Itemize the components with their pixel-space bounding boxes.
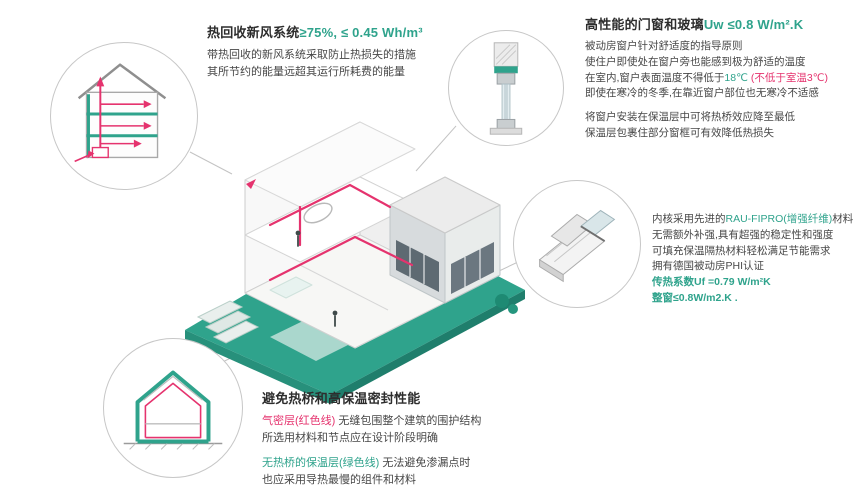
temp-value: 18℃ bbox=[724, 71, 748, 84]
windows-line: 被动房窗户针对舒适度的指导原则 bbox=[585, 40, 743, 52]
windows-line: 即使在寒冷的冬季,在靠近窗户部位也无寒冷不适感 bbox=[585, 87, 819, 100]
air-arrow-up bbox=[96, 76, 105, 87]
windows-temp-line: 在室内,窗户表面温度不得低于18℃ (不低于室温3℃) bbox=[585, 71, 863, 87]
insulation-label: 无热桥的保温层(绿色线) bbox=[262, 457, 380, 470]
frame-line: 无需额外补强,具有超强的稳定性和强度 bbox=[652, 228, 834, 241]
windows-line: 将窗户安装在保温层中可将热桥效应降至最低 bbox=[585, 111, 795, 123]
windows-line: 使住户即使处在窗户旁也能感到极为舒适的温度 bbox=[585, 55, 806, 68]
paragraph-gap bbox=[262, 447, 602, 455]
insulation-text: 无法避免渗漏点时 bbox=[379, 457, 471, 470]
window-section-icon bbox=[489, 42, 523, 135]
airtight-text: 无缝包围整个建筑的围护结构 bbox=[335, 415, 482, 427]
frame-line-text: 内核采用先进的 bbox=[652, 213, 726, 225]
window-band-left bbox=[396, 240, 439, 292]
callout-windows: 高性能的门窗和玻璃Uw ≤0.8 W/m².K 被动房窗户针对舒适度的指导原则 … bbox=[585, 14, 863, 142]
glazing bbox=[501, 83, 511, 122]
frame-window-u-value: 整窗≤0.8W/m2.K . bbox=[652, 291, 738, 304]
roof-panel bbox=[244, 121, 416, 208]
windows-title-value: Uw ≤0.8 W/m².K bbox=[703, 17, 804, 32]
paragraph-gap bbox=[585, 102, 863, 110]
airtight-outline-red bbox=[144, 382, 202, 439]
insulation-line: 无热桥的保温层(绿色线) 无法避免渗漏点时 bbox=[262, 455, 602, 472]
window-section-circle bbox=[448, 30, 564, 146]
windows-title: 高性能的门窗和玻璃Uw ≤0.8 W/m².K bbox=[585, 14, 863, 33]
gasket-line bbox=[580, 225, 606, 242]
ventilation-title: 热回收新风系统≥75%, ≤ 0.45 Wh/m³ bbox=[207, 22, 482, 41]
heat-exchanger-box bbox=[91, 146, 109, 159]
ventilation-section-icon bbox=[74, 63, 167, 163]
ventilation-title-value: ≥75%, ≤ 0.45 Wh/m³ bbox=[299, 25, 423, 40]
thermal-section-icon bbox=[123, 370, 223, 450]
thermal-title: 避免热桥和高保温密封性能 bbox=[262, 391, 421, 406]
thermal-line: 也应采用导热最慢的组件和材料 bbox=[262, 474, 416, 487]
frame-line: 内核采用先进的RAU-FIPRO(增强纤维)材料 bbox=[652, 212, 864, 228]
bathtub bbox=[303, 202, 333, 224]
callout-ventilation: 热回收新风系统≥75%, ≤ 0.45 Wh/m³ 带热回收的新风系统采取防止热… bbox=[207, 22, 482, 81]
window-band-right bbox=[451, 242, 494, 294]
garden-steps bbox=[196, 300, 244, 324]
windows-line: 保温层包裹住部分窗框可有效降低热损失 bbox=[585, 126, 774, 139]
ventilation-line: 带热回收的新风系统采取防止热损失的措施 bbox=[207, 49, 416, 61]
callout-thermal: 避免热桥和高保温密封性能 气密层(红色线) 无缝包围整个建筑的围护结构 所选用材… bbox=[262, 388, 602, 492]
windows-title-text: 高性能的门窗和玻璃 bbox=[585, 17, 704, 32]
callout-frame-material: 内核采用先进的RAU-FIPRO(增强纤维)材料 无需额外补强,具有超强的稳定性… bbox=[652, 212, 864, 307]
frame-line: 可填充保温隔热材料轻松满足节能需求 bbox=[652, 244, 831, 257]
airtight-line: 气密层(红色线) 无缝包围整个建筑的围护结构 bbox=[262, 413, 602, 430]
insulation-strip bbox=[494, 66, 518, 74]
insulation-outline-green bbox=[135, 370, 211, 442]
frame-line: 拥有德国被动房PHI认证 bbox=[652, 260, 765, 273]
frame-profile-icon bbox=[538, 209, 616, 283]
people-figures bbox=[295, 230, 338, 327]
frame-material-name: RAU-FIPRO(增强纤维) bbox=[725, 213, 833, 225]
thermal-section-circle bbox=[103, 338, 243, 478]
temp-note: (不低于室温3℃) bbox=[750, 71, 828, 84]
frame-profile-circle bbox=[513, 180, 641, 308]
temp-line-text: 在室内,窗户表面温度不得低于 bbox=[585, 71, 725, 84]
ventilation-detail-circle bbox=[50, 42, 198, 190]
frame-u-value: 传热系数Uf =0.79 W/m²K bbox=[652, 276, 771, 288]
airtight-label: 气密层(红色线) bbox=[262, 415, 336, 427]
glazed-volume bbox=[389, 176, 501, 304]
house-cutaway-illustration bbox=[185, 121, 525, 404]
air-intake-arrow bbox=[87, 150, 95, 159]
ventilation-ducts bbox=[246, 179, 414, 282]
frame-head bbox=[496, 72, 516, 85]
duct-arrow bbox=[246, 179, 256, 189]
thermal-line: 所选用材料和节点应在设计阶段明确 bbox=[262, 432, 438, 445]
garden-trees bbox=[495, 294, 518, 314]
glazed-volume-roof bbox=[389, 176, 501, 234]
frame-line-text: 材料 bbox=[832, 213, 854, 225]
ventilation-line: 其所节约的能量远超其运行所耗费的能量 bbox=[207, 66, 405, 79]
ventilation-title-text: 热回收新风系统 bbox=[207, 25, 300, 40]
